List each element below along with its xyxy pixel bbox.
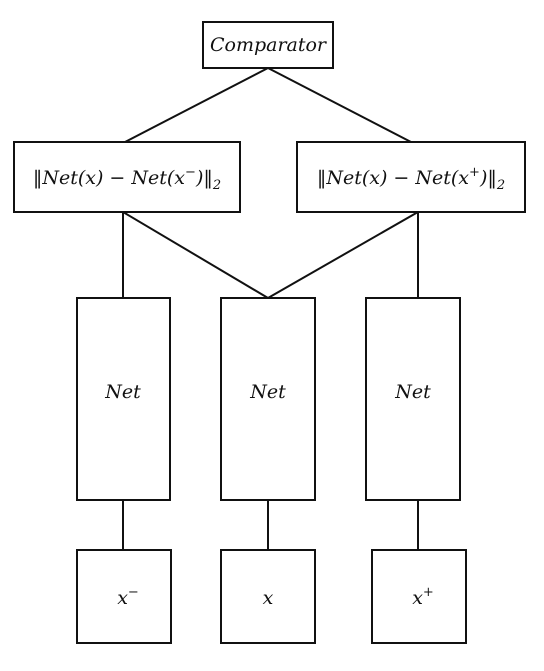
middle-net-node: Net bbox=[220, 297, 316, 501]
negative-input-box bbox=[76, 549, 172, 644]
positive-input-node: x+ bbox=[371, 549, 467, 644]
comparator-node: Comparator bbox=[202, 21, 334, 69]
right-net-label: Net bbox=[394, 381, 431, 403]
negative-distance-label-sub: 2 bbox=[212, 178, 221, 193]
anchor-input-node: x bbox=[220, 549, 316, 644]
positive-distance-label-main: ‖Net(x) − Net(x bbox=[317, 167, 469, 189]
positive-input-label: x+ bbox=[412, 585, 434, 609]
negative-distance-label-tail: )‖ bbox=[195, 167, 213, 189]
positive-distance-node: ‖Net(x) − Net(x+)‖2 bbox=[296, 141, 526, 213]
edge-negative-distance-to-middle-net bbox=[122, 211, 269, 299]
positive-distance-box bbox=[296, 141, 526, 213]
positive-distance-label-sub: 2 bbox=[496, 178, 505, 193]
anchor-input-label: x bbox=[263, 587, 274, 609]
edge-comparator-to-negative-distance bbox=[124, 67, 269, 143]
left-net-label: Net bbox=[104, 381, 141, 403]
negative-input-label: x− bbox=[117, 585, 139, 609]
negative-input-sup: − bbox=[128, 585, 139, 600]
negative-distance-label-main: ‖Net(x) − Net(x bbox=[33, 167, 185, 189]
middle-net-box bbox=[220, 297, 316, 501]
positive-distance-label: ‖Net(x) − Net(x+)‖2 bbox=[317, 165, 505, 193]
edge-comparator-to-positive-distance bbox=[267, 67, 412, 143]
negative-distance-box bbox=[13, 141, 241, 213]
right-net-box bbox=[365, 297, 461, 501]
comparator-label: Comparator bbox=[210, 34, 328, 56]
left-net-box bbox=[76, 297, 171, 501]
negative-distance-label-sup: − bbox=[185, 165, 196, 180]
positive-input-base: x bbox=[412, 587, 423, 609]
right-net-node: Net bbox=[365, 297, 461, 501]
positive-distance-label-tail: )‖ bbox=[479, 167, 497, 189]
anchor-input-box bbox=[220, 549, 316, 644]
left-net-node: Net bbox=[76, 297, 171, 501]
negative-input-base: x bbox=[117, 587, 128, 609]
connectors bbox=[122, 67, 419, 550]
positive-input-sup: + bbox=[423, 585, 434, 600]
positive-distance-label-sup: + bbox=[469, 165, 480, 180]
positive-input-box bbox=[371, 549, 467, 644]
negative-distance-node: ‖Net(x) − Net(x−)‖2 bbox=[13, 141, 241, 213]
edge-positive-distance-to-middle-net bbox=[267, 211, 419, 299]
comparator-box bbox=[202, 21, 334, 69]
negative-input-node: x− bbox=[76, 549, 172, 644]
middle-net-label: Net bbox=[249, 381, 286, 403]
negative-distance-label: ‖Net(x) − Net(x−)‖2 bbox=[33, 165, 221, 193]
